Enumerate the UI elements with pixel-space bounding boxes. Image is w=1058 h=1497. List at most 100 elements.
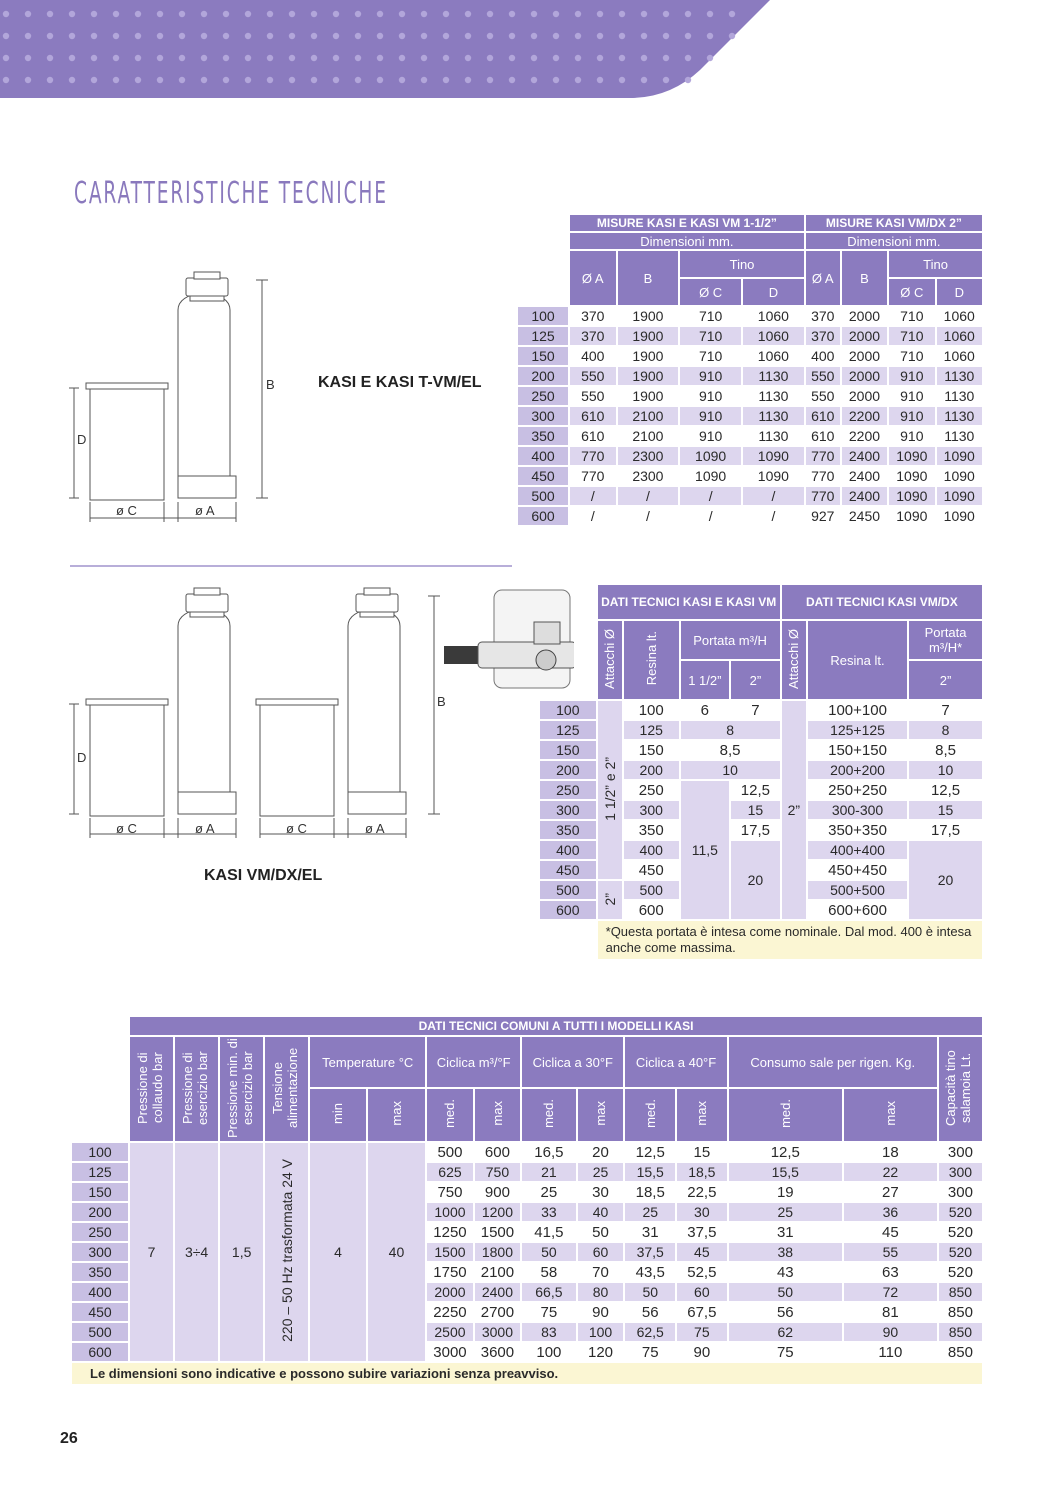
band-dot xyxy=(112,76,120,84)
table-cell: 1090 xyxy=(889,487,935,505)
dimensions-table: MISURE KASI E KASI VM 1-1/2” MISURE KASI… xyxy=(516,213,984,527)
table-cell: 910 xyxy=(889,387,935,405)
resina-cell: 150 xyxy=(623,741,679,759)
band-dot xyxy=(134,76,142,84)
band-dot xyxy=(288,10,296,18)
table-cell: 66,5 xyxy=(522,1283,576,1301)
tech-data-table: DATI TECNICI KASI E KASI VM DATI TECNICI… xyxy=(538,583,984,961)
model-cell: 600 xyxy=(518,507,568,525)
band-dot xyxy=(310,10,318,18)
temp-min-cell: 4 xyxy=(310,1143,366,1361)
band-dot xyxy=(288,54,296,62)
band-dot xyxy=(552,10,560,18)
table-cell: 90 xyxy=(843,1323,937,1341)
resina-dx-cell: 300-300 xyxy=(807,801,908,819)
table-cell: / xyxy=(570,507,616,525)
table-cell: 910 xyxy=(889,367,935,385)
model-cell: 250 xyxy=(540,781,596,799)
table-cell: 18 xyxy=(843,1143,937,1161)
table-cell: 12,5 xyxy=(728,1143,842,1161)
resina-dx-cell: 500+500 xyxy=(807,881,908,899)
band-dot xyxy=(684,54,692,62)
table-cell: 1090 xyxy=(889,447,935,465)
band-dot xyxy=(420,54,428,62)
table-cell: / xyxy=(617,507,679,525)
band-dot xyxy=(178,54,186,62)
col-height-b-dx: B xyxy=(841,251,888,305)
table-cell: 1060 xyxy=(936,347,982,365)
portata-cell: 10 xyxy=(680,761,780,779)
col-temperature: Temperature °C xyxy=(310,1037,426,1087)
table-cell: 25 xyxy=(728,1203,842,1221)
table-cell: 1130 xyxy=(936,367,982,385)
table-cell: 56 xyxy=(728,1303,842,1321)
resina-dx-cell: 400+400 xyxy=(807,841,908,859)
temp-max-cell: 40 xyxy=(367,1143,426,1361)
band-dot xyxy=(244,76,252,84)
band-dot xyxy=(112,54,120,62)
table-cell: 370 xyxy=(805,307,840,325)
table-cell: / xyxy=(617,487,679,505)
table-cell: 1060 xyxy=(743,347,804,365)
band-dot xyxy=(156,54,164,62)
table-cell: 25 xyxy=(522,1183,576,1201)
band-dot xyxy=(46,76,54,84)
band-dot xyxy=(376,76,384,84)
tech-group2-title: DATI TECNICI KASI VM/DX xyxy=(781,585,982,619)
portata-cell: 15 xyxy=(731,801,780,819)
band-dot xyxy=(574,32,582,40)
band-dot xyxy=(222,10,230,18)
model-cell: 600 xyxy=(540,901,596,919)
resina-dx-cell: 350+350 xyxy=(807,821,908,839)
table-cell: 90 xyxy=(677,1343,727,1361)
band-dot xyxy=(574,10,582,18)
band-dot xyxy=(728,10,736,18)
band-dot xyxy=(156,76,164,84)
band-dot xyxy=(640,76,648,84)
band-dot xyxy=(662,76,670,84)
band-dot xyxy=(90,76,98,84)
resina-dx-cell: 200+200 xyxy=(807,761,908,779)
band-dot xyxy=(552,54,560,62)
band-dot xyxy=(288,76,296,84)
col-attacchi: Attacchi Ø xyxy=(602,628,618,689)
table-cell: 610 xyxy=(570,427,616,445)
valve-illustration xyxy=(444,589,574,689)
portata-cell: 17,5 xyxy=(731,821,780,839)
col-height-b: B xyxy=(617,251,679,305)
table-cell: 550 xyxy=(570,387,616,405)
table-cell: 22 xyxy=(843,1163,937,1181)
common-data-table: DATI TECNICI COMUNI A TUTTI I MODELLI KA… xyxy=(70,1015,984,1386)
resina-dx-cell: 450+450 xyxy=(807,861,908,879)
table-cell: 36 xyxy=(843,1203,937,1221)
band-dot xyxy=(530,32,538,40)
table-cell: 1090 xyxy=(743,467,804,485)
col-c30-med: med. xyxy=(541,1099,557,1128)
model-cell: 450 xyxy=(540,861,596,879)
model-cell: 600 xyxy=(72,1343,128,1361)
band-dot xyxy=(398,32,406,40)
model-cell: 150 xyxy=(518,347,568,365)
table-cell: 1130 xyxy=(936,427,982,445)
resina-cell: 100 xyxy=(623,701,679,719)
table-cell: 370 xyxy=(570,327,616,345)
table-cell: 1900 xyxy=(617,347,679,365)
table-cell: / xyxy=(680,507,741,525)
band-dot xyxy=(618,10,626,18)
band-dot xyxy=(420,76,428,84)
band-dot xyxy=(398,10,406,18)
dimensions-subtitle: Dimensioni mm. xyxy=(570,233,804,249)
attacchi-value-2: 2” xyxy=(601,892,618,905)
table-cell: 1090 xyxy=(889,467,935,485)
tensione-cell: 220 – 50 Hz trasformata 24 V xyxy=(265,1143,309,1361)
band-dot xyxy=(2,54,10,62)
table-cell: 710 xyxy=(680,347,741,365)
resina-dx-cell: 150+150 xyxy=(807,741,908,759)
band-dot xyxy=(354,54,362,62)
